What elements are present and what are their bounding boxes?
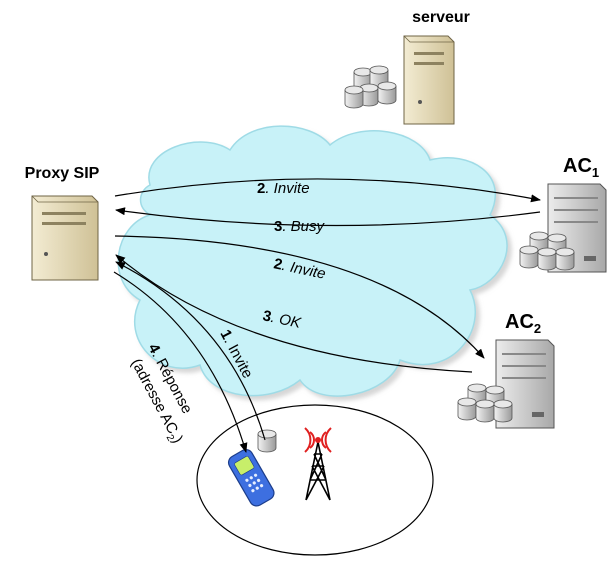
proxy-label: Proxy SIP: [25, 165, 100, 182]
arrow-3-ok: [115, 254, 473, 373]
antenna-tower-icon: [304, 427, 332, 501]
server-label: serveur: [412, 9, 470, 26]
ac2-label: AC2: [505, 311, 541, 336]
ac2-disks-icon: [457, 383, 513, 423]
phone-storage-icon: [257, 429, 277, 453]
arrow-4-reponse: [113, 271, 248, 453]
arrow-3-busy: [115, 207, 541, 227]
arrow-2-invite-ac2: [114, 235, 485, 359]
arrow-1-invite: [115, 261, 266, 441]
arrow-2-invite-ac1: [114, 178, 541, 203]
server-icon: [403, 35, 455, 125]
msg-3-busy: 3. Busy: [274, 218, 326, 235]
ac1-label: AC1: [563, 155, 599, 180]
network-cloud: [117, 125, 508, 397]
msg-3-ok: 3. OK: [261, 307, 303, 332]
msg-2-invite-ac1: 2. Invite: [257, 180, 310, 197]
ac1-disks-icon: [519, 231, 575, 271]
server-disks-icon: [344, 65, 397, 109]
proxy-server-icon: [31, 195, 99, 281]
mobile-phone-icon: [227, 448, 275, 507]
